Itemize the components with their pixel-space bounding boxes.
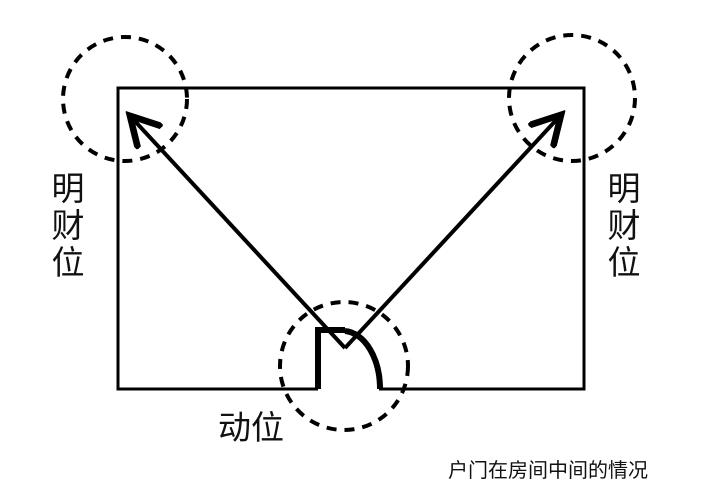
left-label-char-1: 明 <box>51 169 85 208</box>
left-label-char-3: 位 <box>51 243 85 282</box>
top-left-wealth-circle <box>61 35 189 163</box>
left-label-char-2: 财 <box>51 206 85 245</box>
motion-position-label: 动位 <box>218 408 284 447</box>
door-swing-arc <box>344 328 384 390</box>
door-motion-circle <box>278 300 410 432</box>
left-wealth-position-label: 明 财 位 <box>46 170 90 281</box>
right-label-char-1: 明 <box>607 169 641 208</box>
right-label-char-3: 位 <box>607 243 641 282</box>
room-outline <box>116 86 586 391</box>
diagram-caption: 户门在房间中间的情况 <box>448 458 648 482</box>
top-right-wealth-circle <box>507 33 637 163</box>
arrow-to-right-corner <box>343 117 559 350</box>
arrow-to-left-corner <box>132 118 347 350</box>
right-label-char-2: 财 <box>607 206 641 245</box>
door-jamb <box>315 327 345 389</box>
right-wealth-position-label: 明 财 位 <box>602 170 646 281</box>
